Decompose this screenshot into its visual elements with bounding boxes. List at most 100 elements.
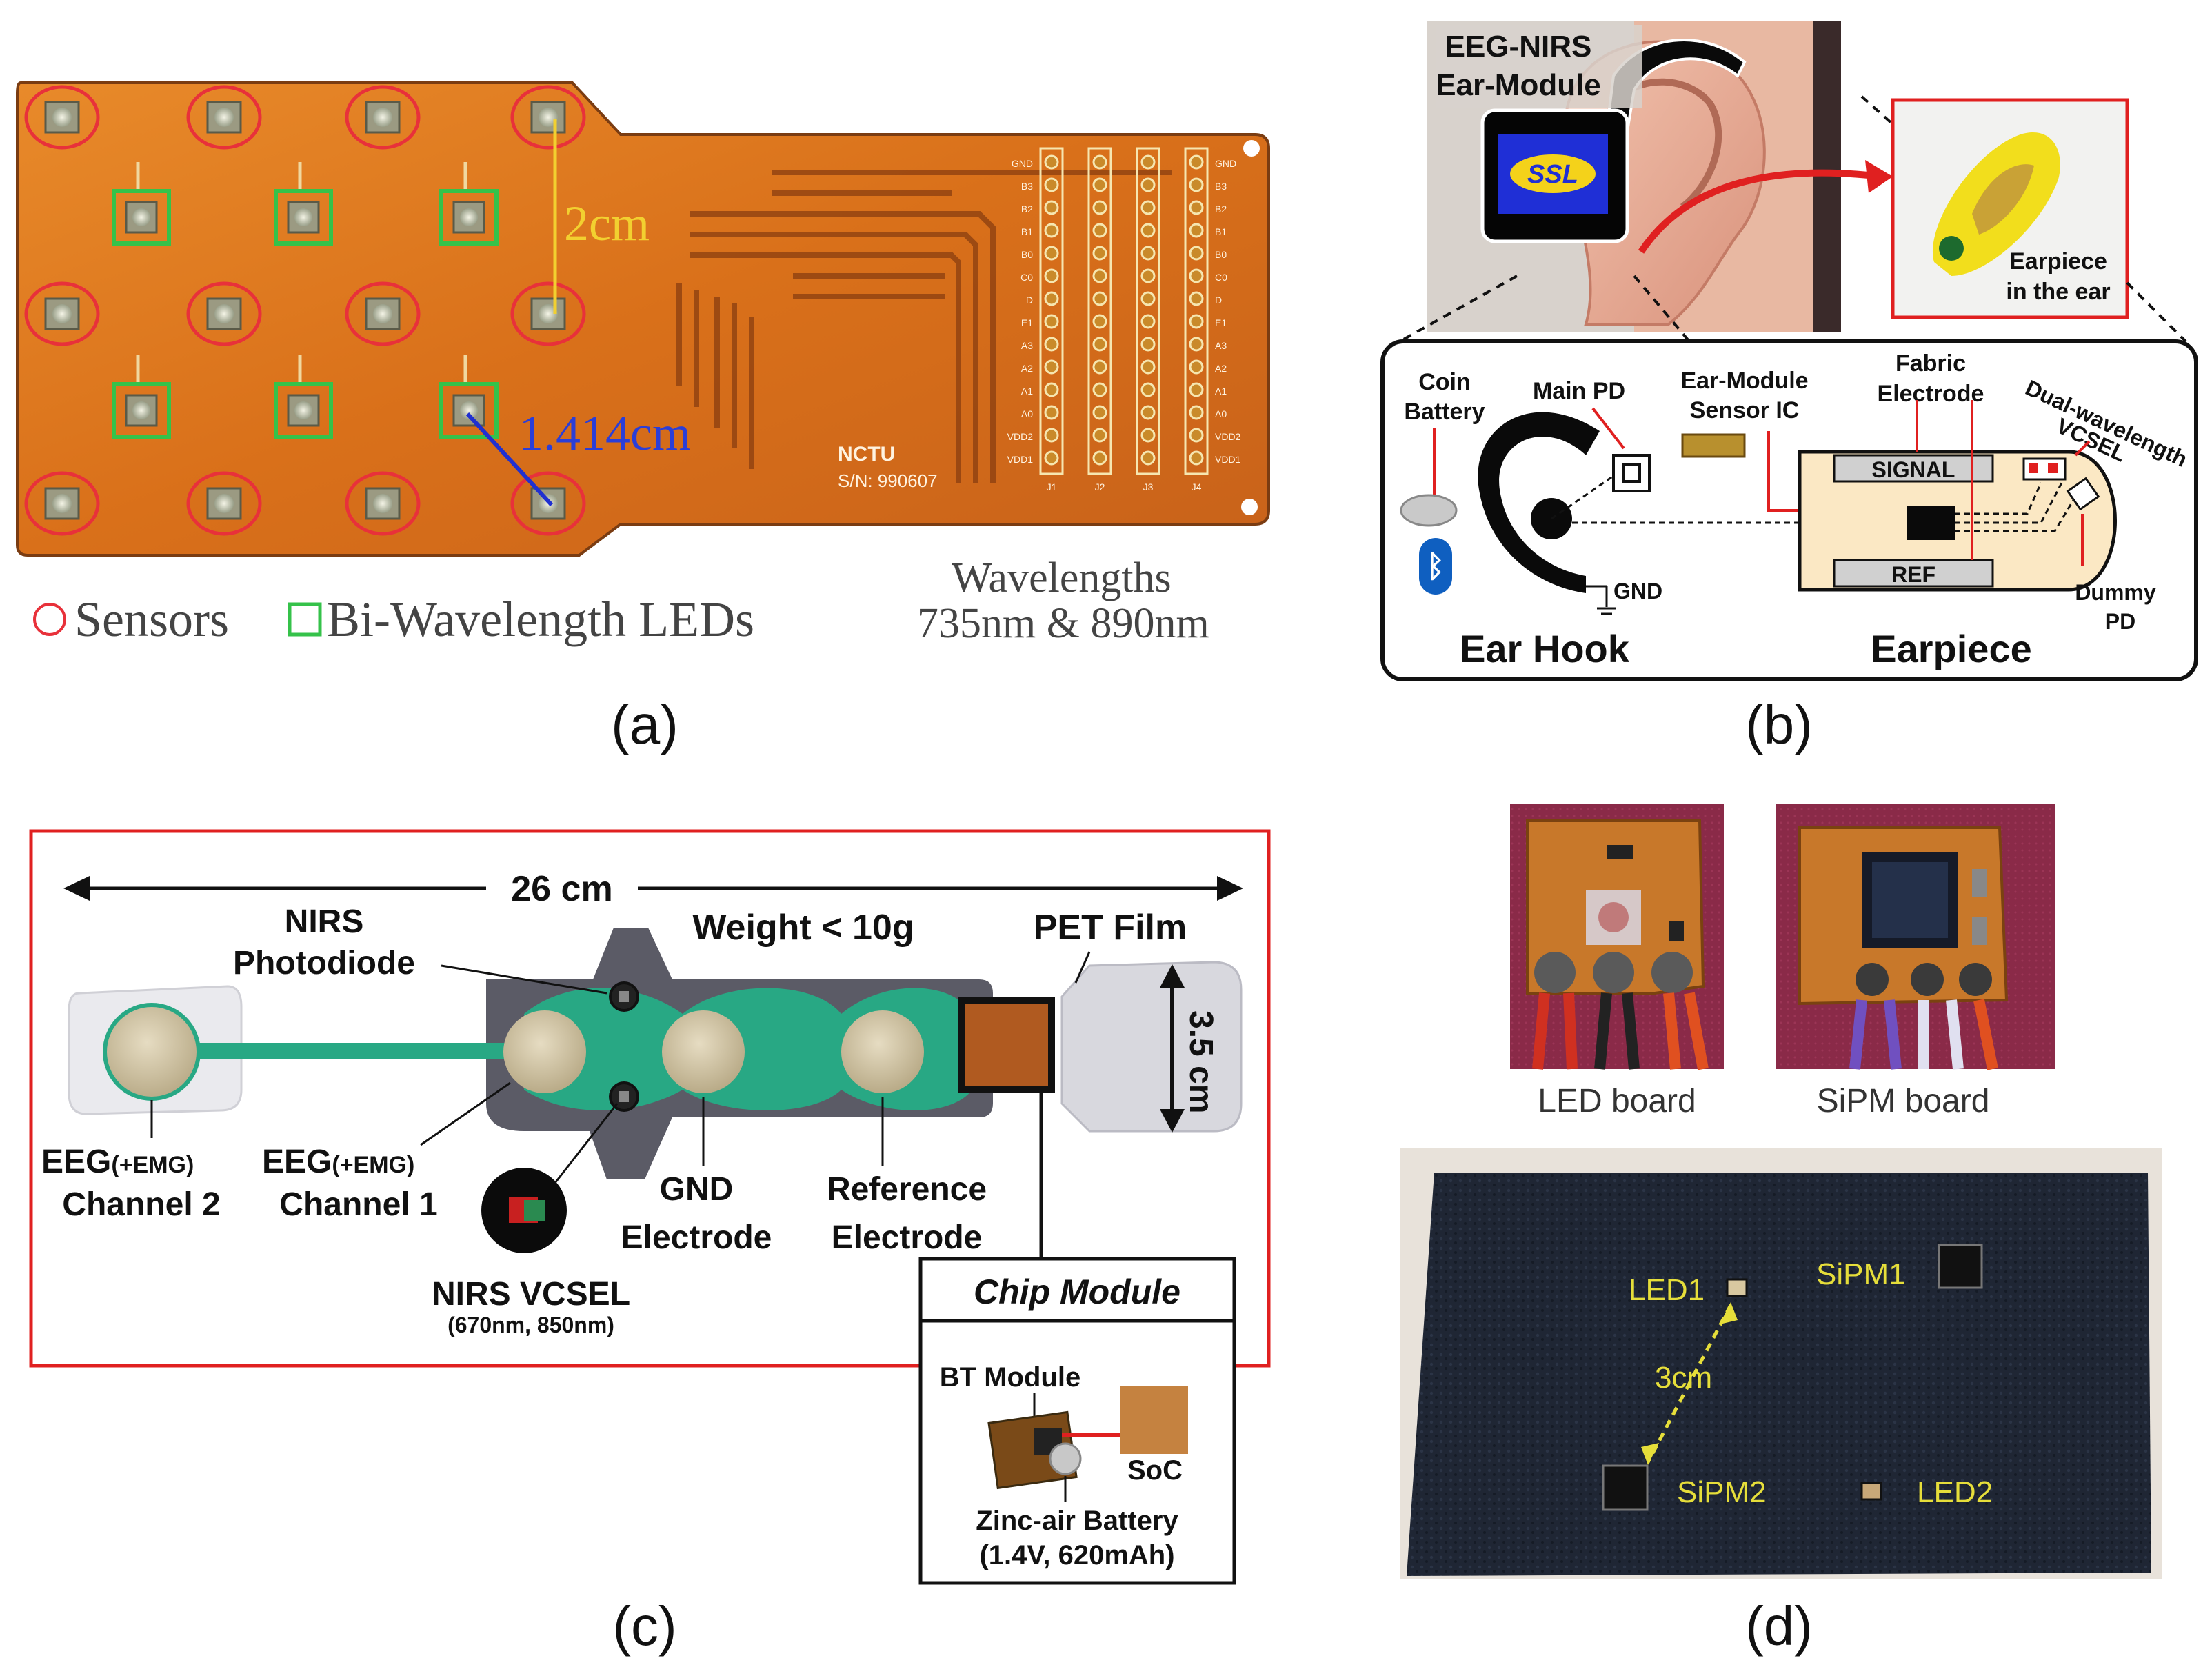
sensor [345,85,421,150]
connector-pin [1092,405,1107,420]
connector-pin [1189,337,1204,352]
module-title-1: EEG-NIRS [1445,30,1592,63]
connector-grid: GNDB3B2B1B0C0DE1A3A2A1A0VDD2VDD1GNDB3B2B… [1007,147,1241,492]
connector-pin [1189,177,1204,192]
dummy-pd-chip [2066,477,2100,511]
distance-3cm-label: 3cm [1655,1361,1712,1395]
pin-label-left: B0 [1021,249,1033,260]
connector-pin [1044,246,1059,261]
legend-sensors: Sensors [74,592,229,647]
bi-wavelength-led [439,355,499,439]
distance-label-diagonal: 1.414cm [519,406,691,461]
caption-c: (c) [612,1595,676,1657]
connector-pin [1044,177,1059,192]
ear-hook-shape [1478,412,1600,593]
fabric-label-1: Fabric [1896,350,1966,377]
connector-pin [1140,268,1156,283]
vcsel-wavelengths: (670nm, 850nm) [448,1313,614,1337]
pin-label-left: VDD1 [1007,454,1034,465]
connector-pin [1140,337,1156,352]
connector-column-label: J2 [1095,481,1105,492]
pin-label-right: B2 [1215,203,1227,215]
pin-label-left: VDD2 [1007,431,1034,442]
earpiece-photo-label-2: in the ear [2006,279,2110,305]
connector-pin [1140,314,1156,329]
pin-label-right: A2 [1215,363,1227,374]
ref-electrode-label-2: Electrode [832,1219,983,1256]
connector-pin [1044,450,1059,466]
pin-label-left: B1 [1021,226,1033,237]
caption-b: (b) [1745,694,1813,755]
pin-label-left: A3 [1021,340,1033,351]
connector-pin [1092,359,1107,375]
connector-pin [1092,314,1107,329]
sensor-layer [24,85,586,536]
mount-hole [1243,140,1260,157]
pin-label-left: B2 [1021,203,1033,215]
gnd-electrode-label-2: Electrode [621,1219,772,1256]
connector-pin [1044,154,1059,170]
distance-label-2cm: 2cm [564,196,650,251]
soc-chip [1120,1386,1188,1454]
connector-column-label: J4 [1192,481,1202,492]
coin-battery-label-2: Battery [1404,399,1485,425]
sensor [24,281,100,346]
connector-column-label: J3 [1143,481,1154,492]
connector-pin [1140,450,1156,466]
sensor [510,281,586,346]
battery-label: Zinc-air Battery [976,1506,1178,1536]
pin-label-right: C0 [1215,272,1227,283]
sensor-ic-chip [1681,433,1746,458]
connector-column-label: J1 [1047,481,1057,492]
led2-label: LED2 [1917,1475,1993,1509]
ref-electrode-label-1: Reference [827,1171,987,1208]
connector-pin [1189,154,1204,170]
connector-pin [1189,382,1204,397]
panel-b: SSL EEG-NIRS Ear-Module Earpiece in the … [1380,21,2198,755]
chip-module-title: Chip Module [974,1273,1180,1311]
nirs-pd-label-1: NIRS [285,904,364,940]
board-serial: S/N: 990607 [838,470,938,491]
electrode-ref [841,1010,924,1093]
pin-label-right: B0 [1215,249,1227,260]
earpiece-schematic [1798,450,2117,592]
earpiece-ic [1907,506,1955,540]
connector-pin [1044,268,1059,283]
wavelengths-values: 735nm & 890nm [917,600,1209,647]
pin-label-left: C0 [1020,272,1033,283]
distance-3cm-line [1646,1304,1733,1464]
sipm2-marker [1602,1464,1649,1511]
sensor [510,85,586,150]
sensor [186,85,262,150]
connector-pin [1140,428,1156,443]
connector-pin [1189,246,1204,261]
electrode-gnd [662,1010,745,1093]
sensor [186,471,262,536]
signal-electrode [1833,454,1994,483]
pin-label-right: VDD1 [1215,454,1241,465]
ref-electrode [1833,559,1994,588]
connector-pin [1189,359,1204,375]
connector-pin [1044,200,1059,215]
pin-label-left: B3 [1021,181,1033,192]
coin-battery-icon [1400,494,1458,527]
connector-pin [1140,382,1156,397]
connector-pin [1189,291,1204,306]
connector-pin [1140,223,1156,238]
earpiece-label: Earpiece [1871,627,2032,670]
pin-label-left: GND [1012,158,1033,169]
sensor-ic-label-2: Sensor IC [1690,397,1800,423]
pin-label-left: D [1026,295,1033,306]
zinc-air-battery [1049,1442,1082,1475]
connector-pin [1092,177,1107,192]
pin-label-right: VDD2 [1215,431,1241,442]
pin-label-left: E1 [1021,317,1033,328]
connector-pin [1140,359,1156,375]
module-title-2: Ear-Module [1436,68,1601,102]
sipm1-label: SiPM1 [1816,1257,1906,1291]
ear-hook-label: Ear Hook [1460,627,1630,670]
gnd-label: GND [1613,579,1662,603]
pet-film [1060,961,1243,1133]
dummy-pd-label-2: PD [2105,609,2135,634]
led1-label: LED1 [1629,1273,1705,1307]
